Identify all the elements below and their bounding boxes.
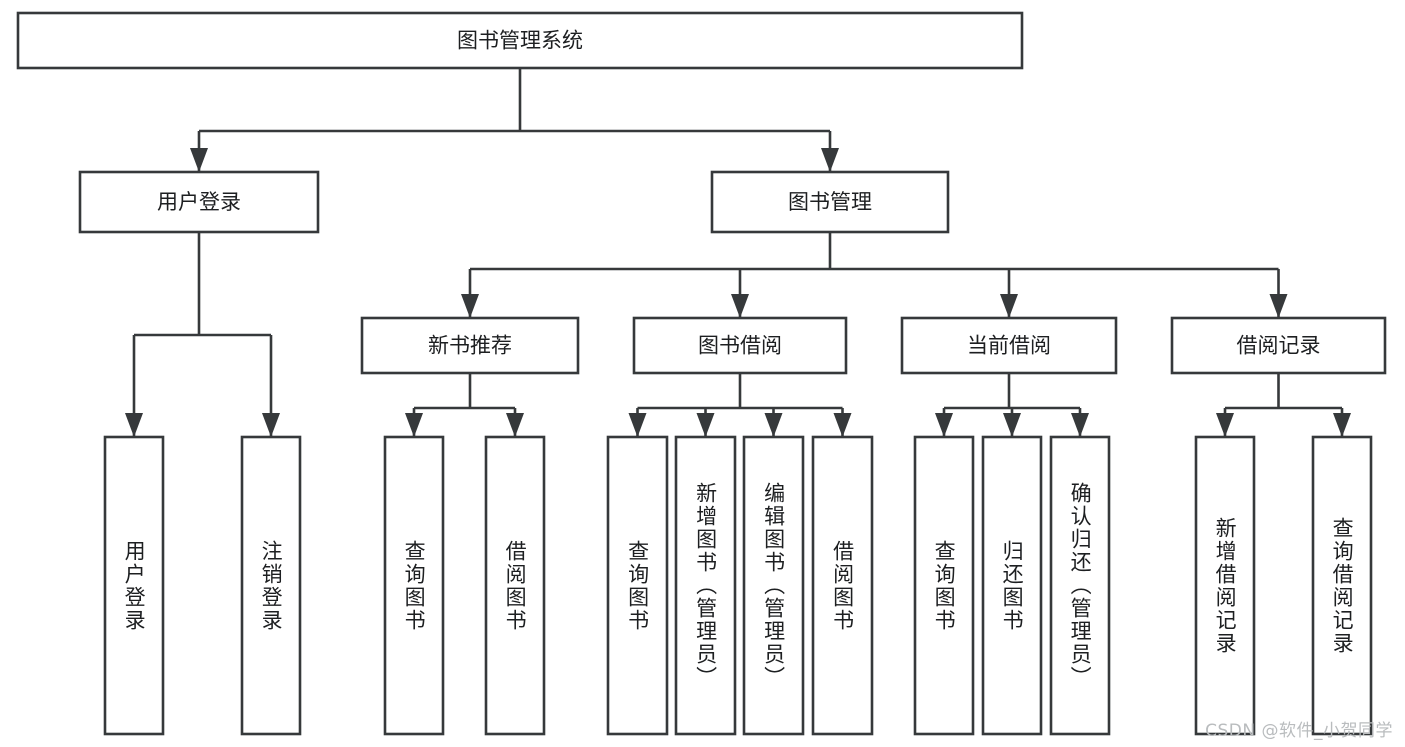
node-box-edit-book-admin[interactable] xyxy=(742,435,805,736)
node-label-borrow-record: 借阅记录 xyxy=(1237,334,1321,358)
arrow-head-icon xyxy=(125,413,143,437)
csdn-watermark: CSDN @软件_小贺同学 xyxy=(1205,721,1393,741)
node-box-borrow-book-1[interactable] xyxy=(484,435,546,736)
node-box-query-book-3[interactable] xyxy=(913,435,975,736)
arrow-head-icon xyxy=(1003,413,1021,437)
arrow-head-icon xyxy=(764,413,783,437)
node-box-query-book-1[interactable] xyxy=(383,435,445,736)
node-box-confirm-return-admin[interactable] xyxy=(1049,435,1111,736)
node-box-new-book-recommend[interactable] xyxy=(360,316,580,375)
arrow-head-icon xyxy=(821,148,839,172)
arrow-head-icon xyxy=(628,413,647,437)
node-box-borrow-record[interactable] xyxy=(1170,316,1387,375)
node-box-query-borrow-record[interactable] xyxy=(1311,435,1373,736)
node-label-book-manage: 图书管理 xyxy=(788,190,872,214)
arrow-head-icon xyxy=(262,413,280,437)
node-label-current-borrow: 当前借阅 xyxy=(967,334,1051,358)
node-box-return-book[interactable] xyxy=(981,435,1043,736)
node-label-book-borrow: 图书借阅 xyxy=(698,334,782,358)
node-label-user-login: 用户登录 xyxy=(157,190,241,214)
arrow-head-icon xyxy=(833,413,852,437)
arrow-head-icon xyxy=(506,413,524,437)
arrow-head-icon xyxy=(696,413,715,437)
node-box-add-borrow-record[interactable] xyxy=(1194,435,1256,736)
node-box-book-borrow[interactable] xyxy=(632,316,848,375)
arrow-head-icon xyxy=(1071,413,1089,437)
node-box-root[interactable] xyxy=(16,11,1024,70)
arrow-head-icon xyxy=(461,294,479,318)
node-box-current-borrow[interactable] xyxy=(900,316,1118,375)
arrow-head-icon xyxy=(1333,413,1351,437)
node-box-user-logout[interactable] xyxy=(240,435,302,736)
node-box-add-book-admin[interactable] xyxy=(674,435,737,736)
node-box-borrow-book-2[interactable] xyxy=(811,435,874,736)
node-box-user-login[interactable] xyxy=(78,170,320,234)
arrow-head-icon xyxy=(1216,413,1234,437)
arrow-head-icon xyxy=(935,413,953,437)
arrow-head-icon xyxy=(1000,294,1018,318)
arrow-head-icon xyxy=(190,148,208,172)
node-label-new-book-recommend: 新书推荐 xyxy=(428,334,512,358)
node-box-user-login-do[interactable] xyxy=(103,435,165,736)
arrow-head-icon xyxy=(405,413,423,437)
node-label-root: 图书管理系统 xyxy=(457,29,583,53)
connector-layer xyxy=(125,68,1351,437)
node-box-book-manage[interactable] xyxy=(710,170,950,234)
arrow-head-icon xyxy=(1269,294,1288,318)
box-layer xyxy=(16,11,1387,736)
arrow-head-icon xyxy=(731,294,749,318)
node-box-query-book-2[interactable] xyxy=(606,435,669,736)
